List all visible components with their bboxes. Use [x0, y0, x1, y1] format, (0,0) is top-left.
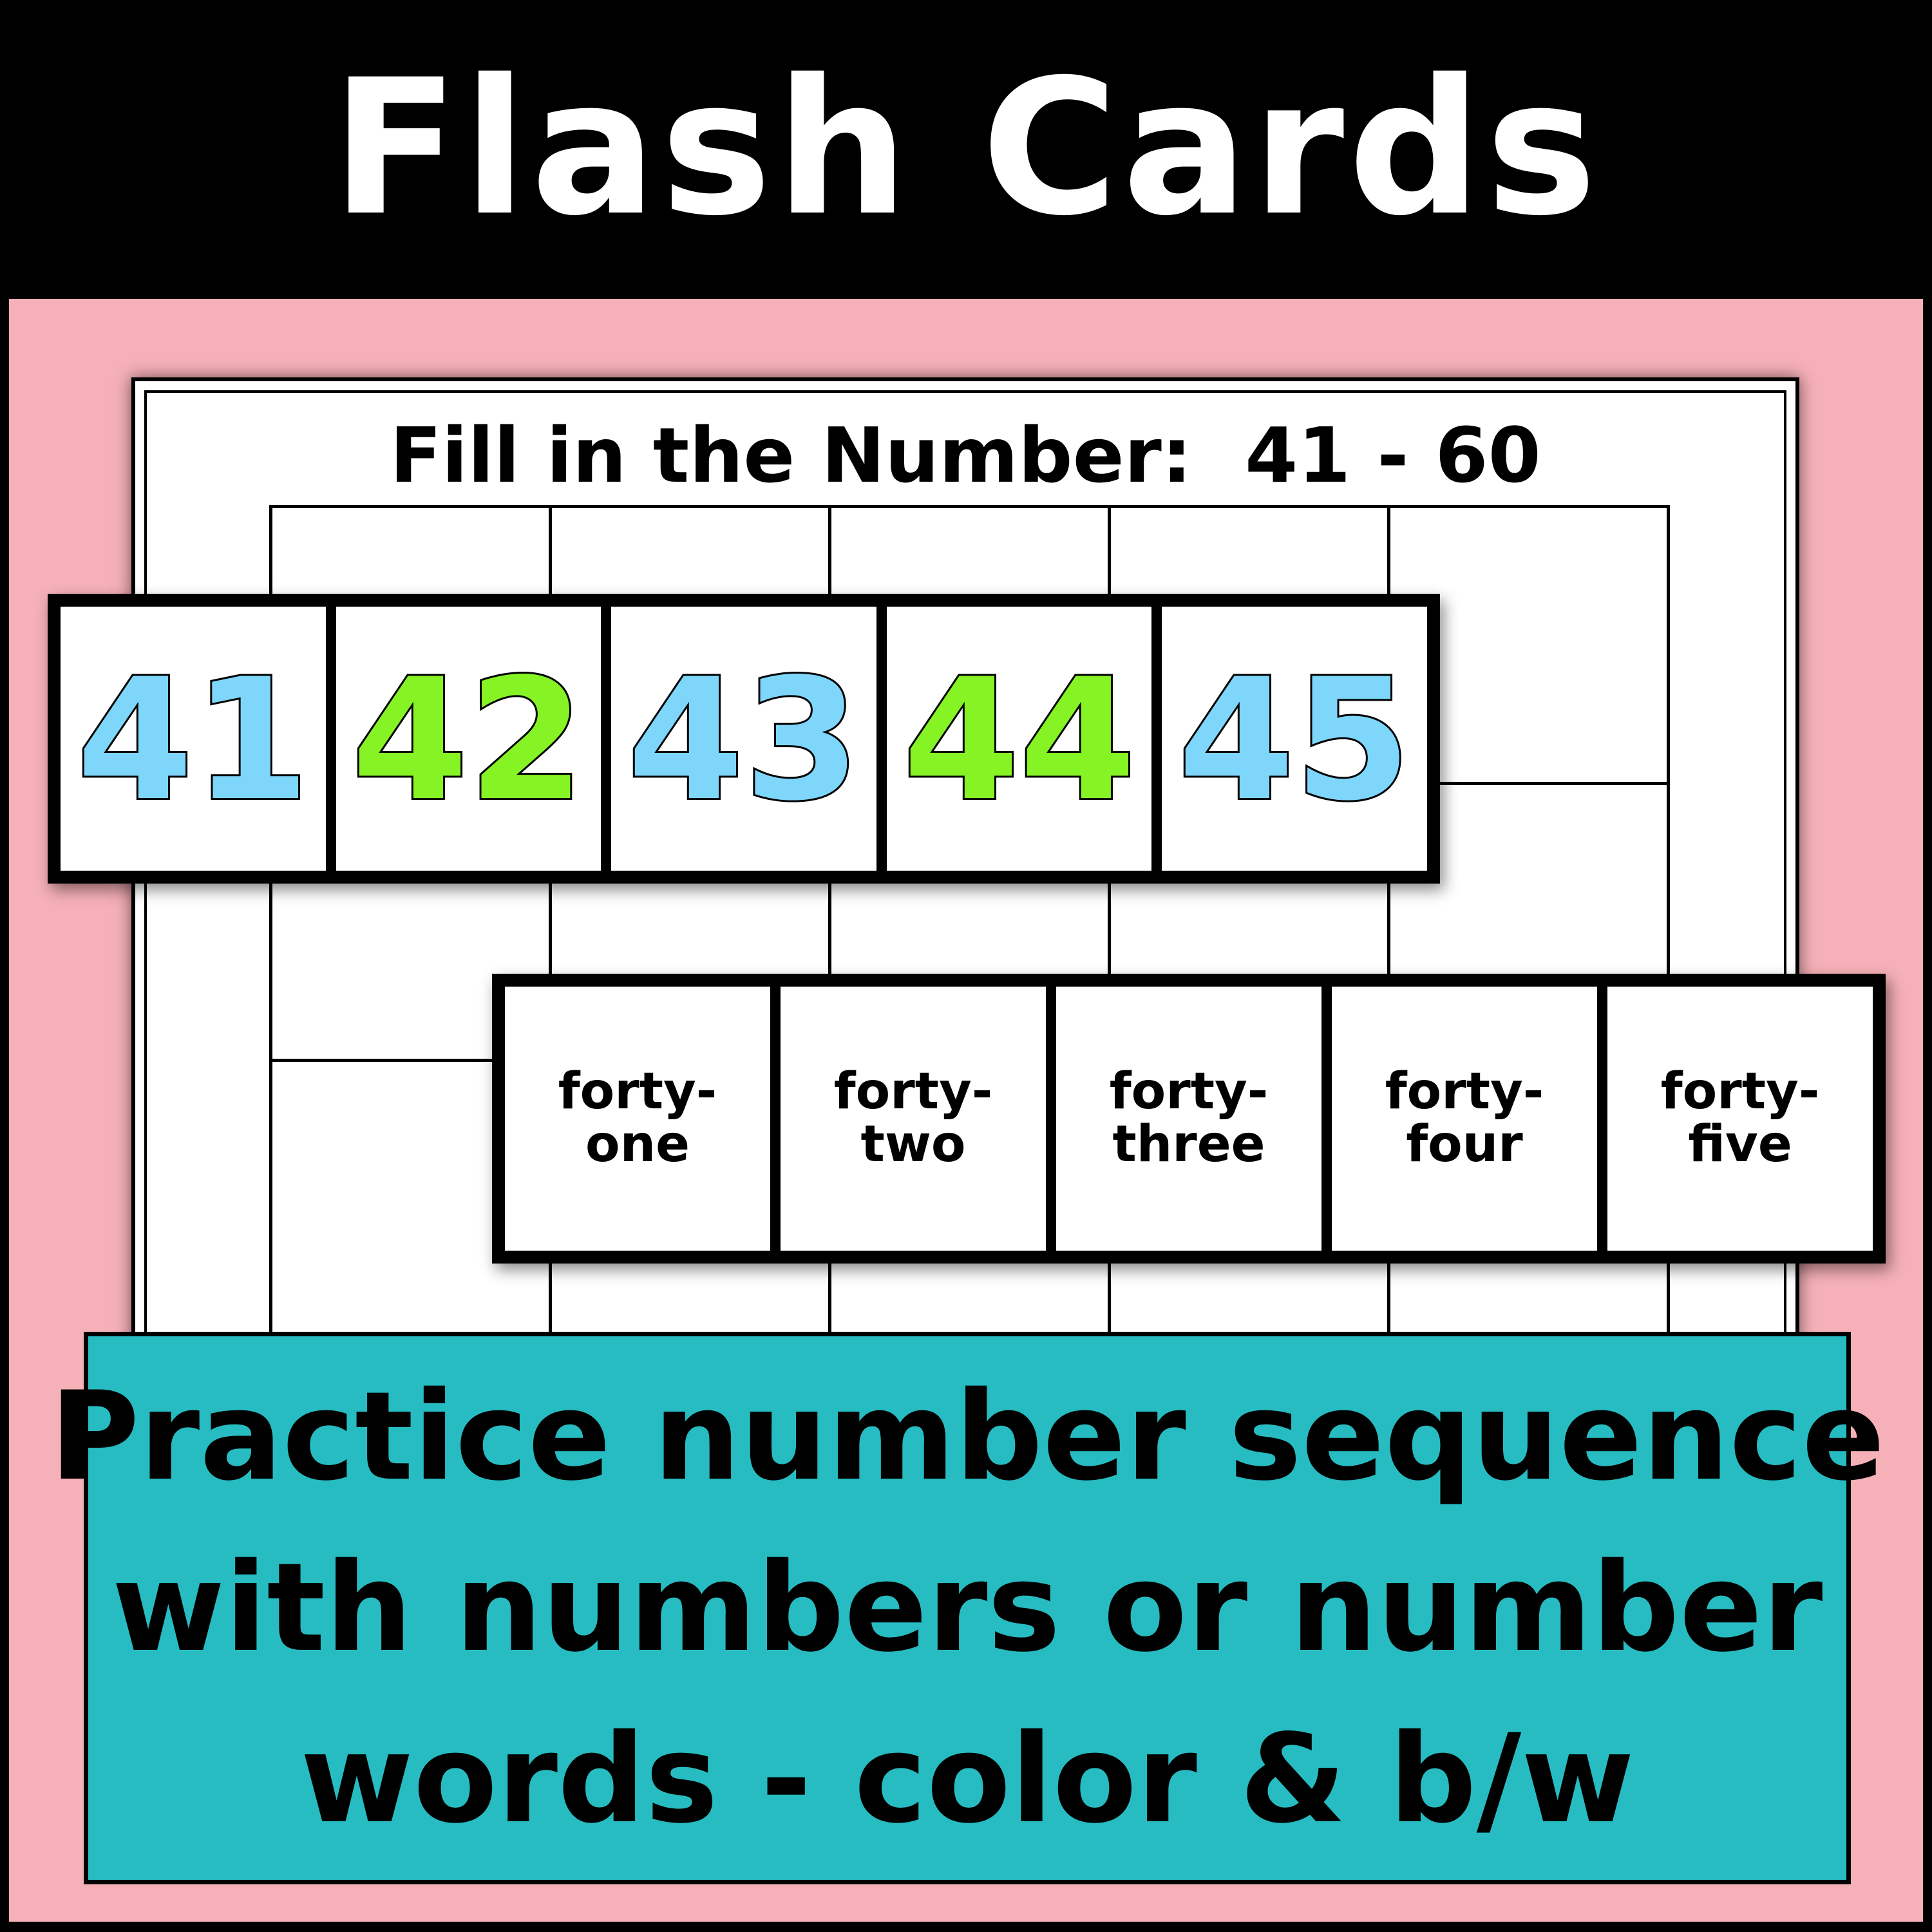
word-card-strip: forty- one forty- two forty- three forty…: [492, 974, 1886, 1264]
grid-cell: [272, 785, 552, 1062]
number-card: 41: [61, 607, 326, 871]
word-card-line1: forty-: [833, 1063, 993, 1121]
word-card-text: forty- two: [833, 1063, 993, 1173]
word-card-line2: two: [860, 1115, 966, 1173]
word-card-line1: forty-: [1385, 1063, 1544, 1121]
banner-line: with numbers or number: [111, 1537, 1823, 1679]
banner-line: words - color & b/w: [300, 1708, 1634, 1850]
word-card-line2: three: [1112, 1115, 1265, 1173]
word-card-line2: one: [585, 1115, 690, 1173]
word-card: forty- one: [505, 987, 770, 1251]
number-card-graphic: 43: [625, 641, 862, 840]
number-card-graphic: 41: [75, 641, 312, 840]
number-card: 44: [886, 607, 1152, 871]
page-title: Flash Cards: [331, 40, 1601, 257]
number-card-graphic: 45: [1176, 641, 1413, 840]
word-card-line2: four: [1406, 1115, 1523, 1173]
banner-line: Practice number sequence: [50, 1365, 1885, 1508]
number-card-value: 45: [1178, 643, 1411, 838]
word-card-line1: forty-: [558, 1063, 717, 1121]
word-card: forty- two: [781, 987, 1046, 1251]
word-card: forty- four: [1332, 987, 1597, 1251]
word-card-line2: five: [1688, 1115, 1792, 1173]
number-card-strip: 41 42 43 44 45: [48, 594, 1440, 884]
number-card: 45: [1162, 607, 1427, 871]
word-card-text: forty- five: [1660, 1063, 1820, 1173]
worksheet-title: Fill in the Number: 41 - 60: [390, 411, 1541, 500]
number-card-value: 44: [903, 643, 1136, 838]
grid-cell: [1390, 508, 1670, 785]
number-card: 43: [611, 607, 876, 871]
header-bar: Flash Cards: [0, 0, 1932, 298]
number-card-value: 42: [352, 643, 585, 838]
word-card-line1: forty-: [1109, 1063, 1269, 1121]
word-card-line1: forty-: [1660, 1063, 1820, 1121]
word-card-text: forty- four: [1385, 1063, 1544, 1173]
word-card-text: forty- three: [1109, 1063, 1269, 1173]
number-card-value: 43: [627, 643, 860, 838]
word-card: forty- three: [1056, 987, 1321, 1251]
number-card-graphic: 42: [350, 641, 587, 840]
number-card: 42: [336, 607, 601, 871]
number-card-graphic: 44: [901, 641, 1138, 840]
word-card: forty- five: [1607, 987, 1873, 1251]
number-card-value: 41: [77, 643, 310, 838]
description-banner: Practice number sequence with numbers or…: [50, 1332, 1885, 1884]
word-card-text: forty- one: [558, 1063, 717, 1173]
